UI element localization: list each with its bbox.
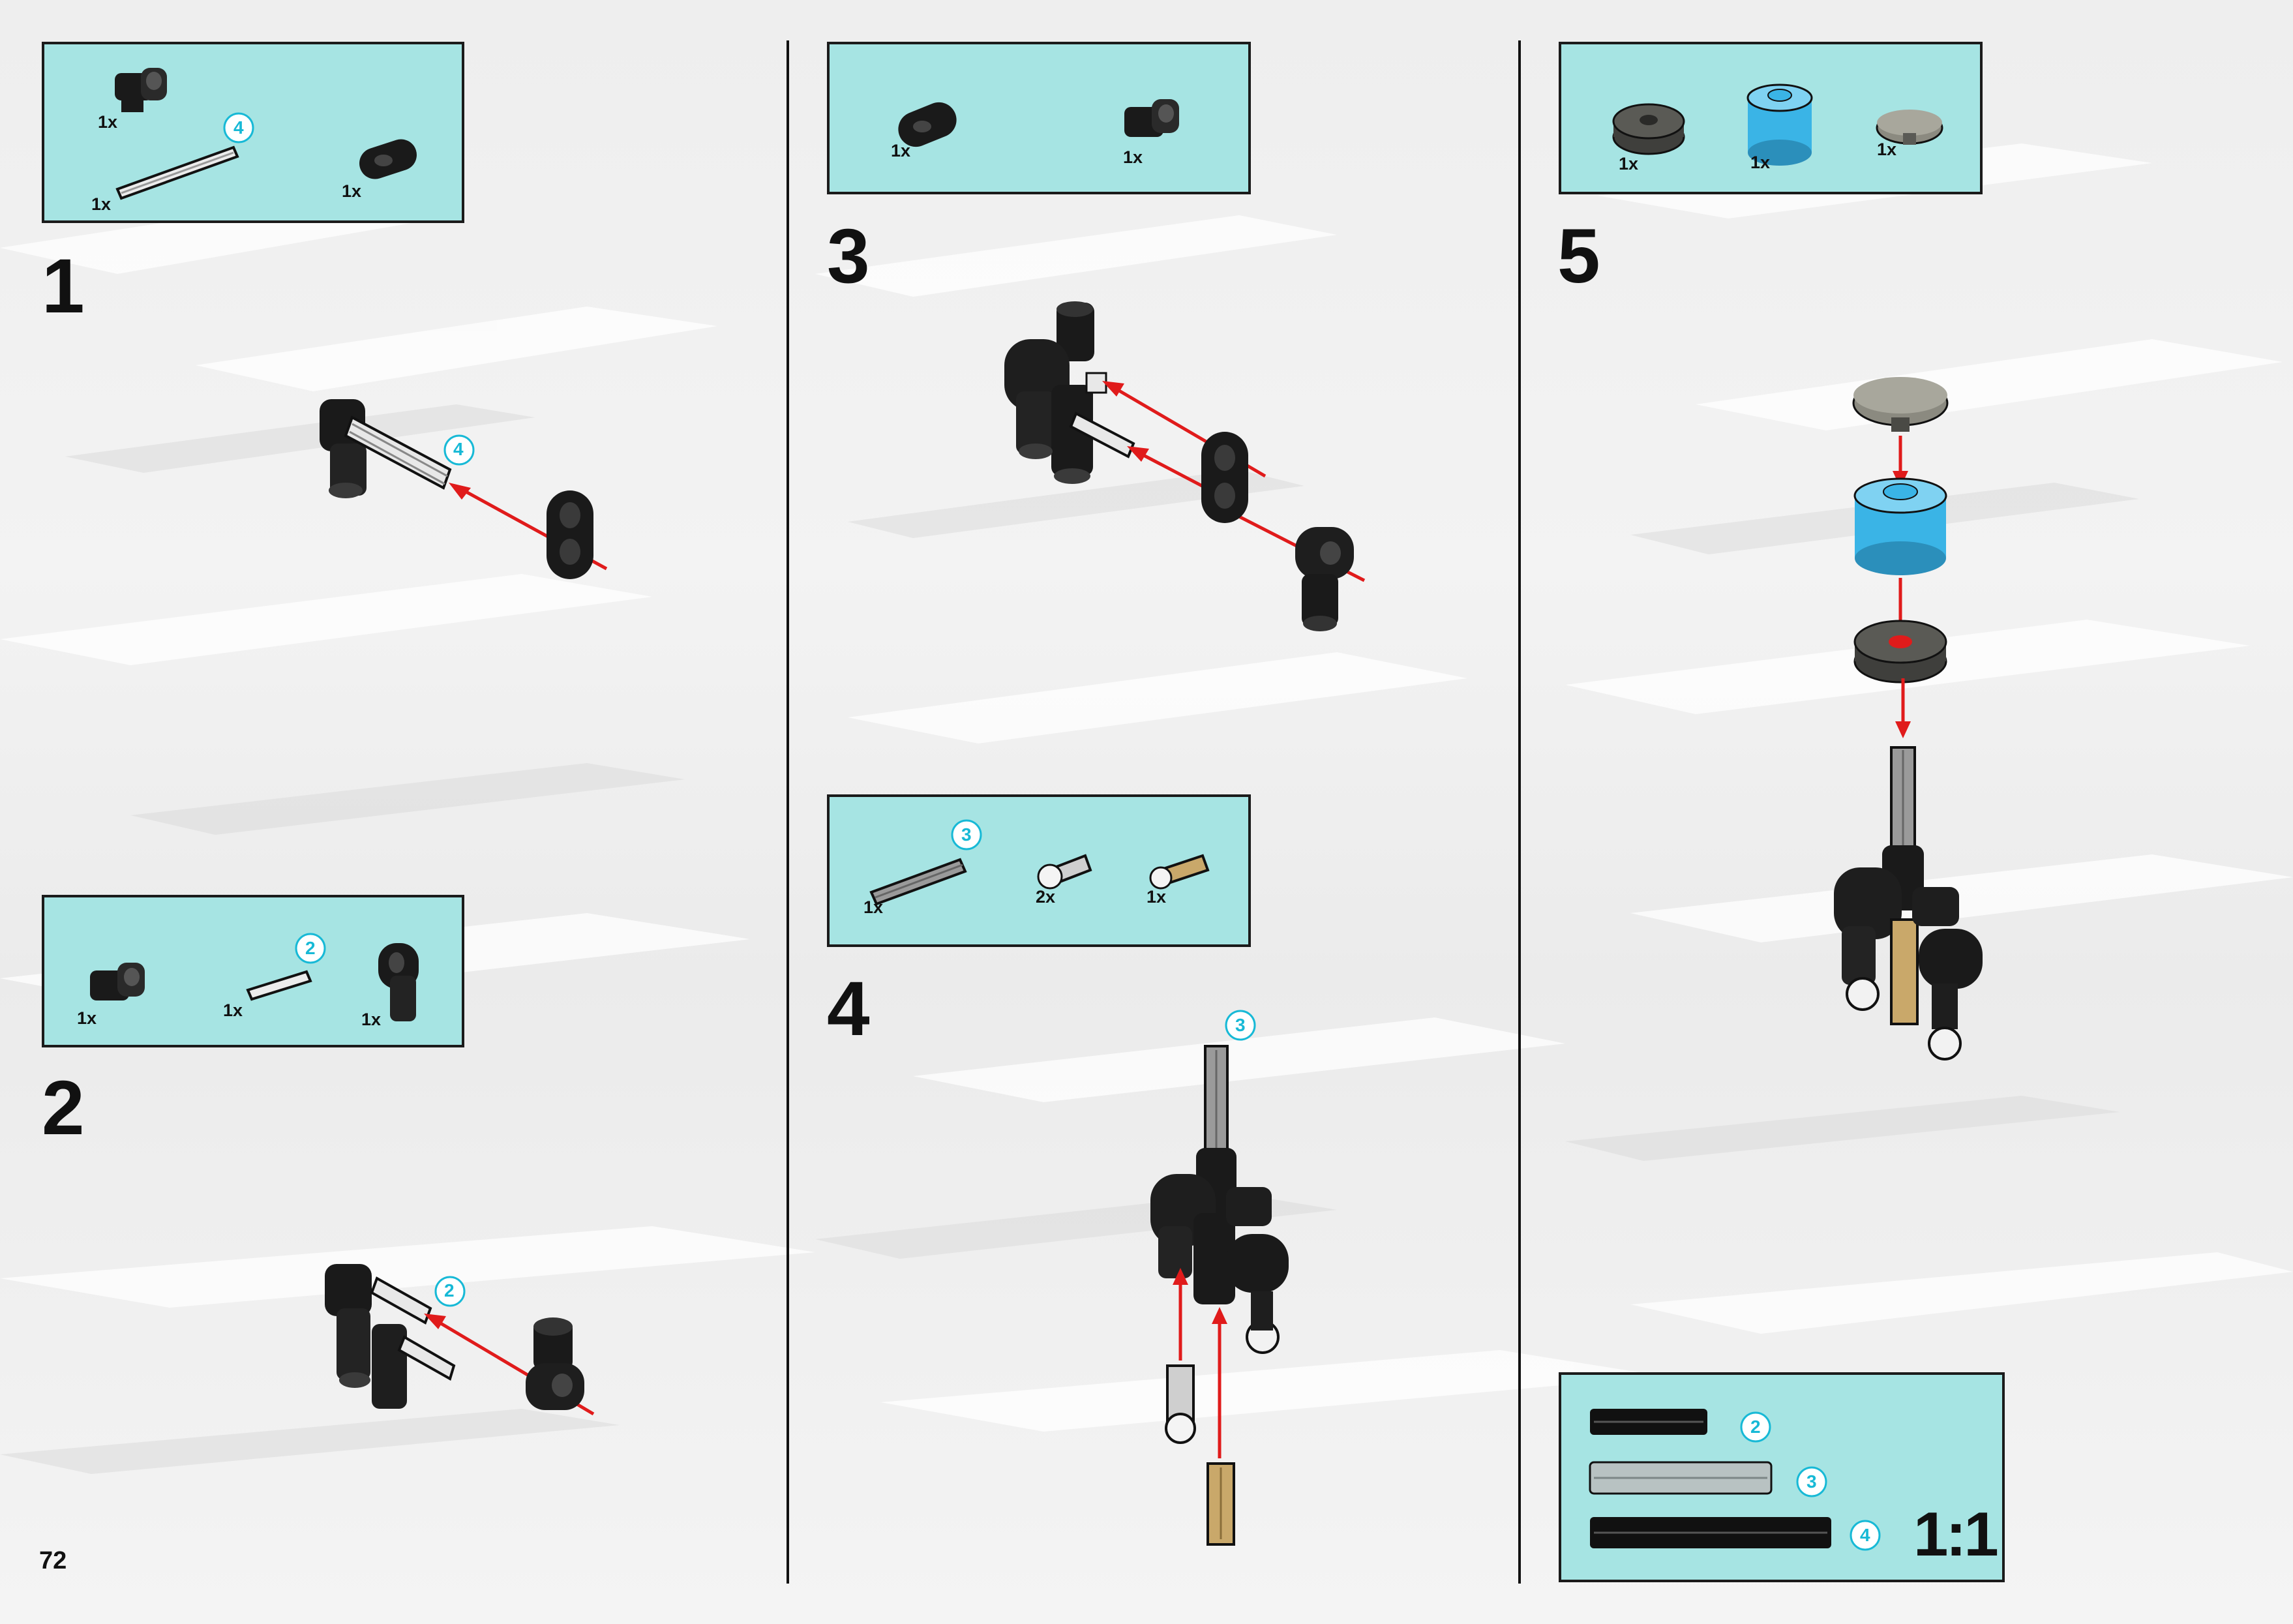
- axle-4-icon: [115, 145, 239, 200]
- qty-label: 1x: [1146, 887, 1167, 907]
- length-badge-text: 2: [1750, 1417, 1761, 1437]
- qty-label: 1x: [91, 194, 112, 214]
- length-badge-axle-3: [951, 819, 982, 850]
- parts-list-step-5-art: [1612, 83, 1943, 166]
- parts-list-step-1-art: [115, 68, 417, 200]
- step-2-subassembly: [325, 1264, 456, 1409]
- length-badge-axle-2: [295, 933, 326, 964]
- parts-list-step-2: 1x 1x 1x 2: [42, 895, 464, 1047]
- column-divider-right: [1518, 40, 1521, 1584]
- qty-label: 1x: [1750, 153, 1771, 172]
- qty-label: 1x: [863, 897, 884, 917]
- step-3-subassembly: [1004, 301, 1135, 484]
- parts-list-step-3-art: [898, 99, 1179, 147]
- length-badge-text: 3: [961, 824, 972, 845]
- parts-list-step-4: 1x 2x 1x 3: [827, 794, 1251, 947]
- length-badge-text: 4: [1860, 1525, 1870, 1545]
- length-badge-axle-3: [1796, 1466, 1827, 1497]
- beam-2-icon: [359, 139, 417, 179]
- callout-badge: [443, 434, 475, 466]
- step-number-2: 2: [42, 1065, 85, 1151]
- parts-list-step-1: 1x 1x 1x 4: [42, 42, 464, 223]
- length-badge-axle-2: [1740, 1411, 1771, 1443]
- scale-reference-box: 2 3 4 1:1: [1559, 1372, 2005, 1582]
- axle-2-scale-icon: [1590, 1409, 1707, 1435]
- qty-label: 1x: [361, 1010, 382, 1029]
- ball-joint-icon: [1037, 854, 1092, 890]
- step-1-axle-part: [344, 415, 452, 490]
- callout-text: 4: [453, 439, 464, 459]
- axle-3-scale-icon: [1589, 1461, 1773, 1495]
- parts-list-step-5: 1x 1x 1x: [1559, 42, 1983, 194]
- arrowhead: [1895, 721, 1911, 738]
- qty-label: 2x: [1036, 887, 1056, 907]
- step-5-round-brick-part: [1853, 477, 1947, 575]
- pin-connector-icon: [1124, 99, 1179, 137]
- step-4-subassembly: [1150, 1010, 1289, 1354]
- qty-label: 1x: [223, 1000, 243, 1020]
- qty-label: 1x: [1123, 147, 1143, 167]
- friction-pin-connector-icon: [115, 68, 167, 112]
- callout-text: 2: [444, 1280, 455, 1301]
- callout-badge: [434, 1276, 466, 1307]
- axle-3-icon: [869, 858, 967, 906]
- arrowhead: [424, 1314, 446, 1329]
- page-number: 72: [39, 1547, 67, 1574]
- qty-label: 1x: [98, 112, 118, 132]
- step-2-connector-part: [526, 1317, 584, 1410]
- scale-reference-art: [1589, 1409, 1881, 1551]
- beam-2-icon: [898, 102, 957, 147]
- step-4-ball-joint-part: [1165, 1364, 1196, 1444]
- step-5-round-plate-part: [1853, 620, 1947, 684]
- step-number-1: 1: [42, 243, 85, 329]
- arrowhead: [449, 483, 471, 500]
- parts-list-step-4-art: [869, 819, 1210, 906]
- axle-2-icon: [246, 970, 312, 1001]
- qty-label: 1x: [1619, 154, 1639, 173]
- step-4-tan-ball-joint-part: [1206, 1462, 1235, 1546]
- arrowhead: [1173, 1268, 1188, 1285]
- pin-connector-icon: [90, 963, 145, 1000]
- qty-label: 1x: [891, 141, 911, 160]
- parts-list-step-3: 1x 1x: [827, 42, 1251, 194]
- arrowhead: [1127, 446, 1149, 462]
- callout-badge: [1225, 1010, 1256, 1041]
- angle-connector-icon: [378, 943, 419, 1021]
- step-3-connector-part: [1295, 527, 1354, 631]
- qty-label: 1x: [1877, 140, 1897, 159]
- callout-text: 3: [1235, 1015, 1246, 1035]
- column-divider-left: [787, 40, 789, 1584]
- step-number-5: 5: [1557, 213, 1600, 299]
- length-badge-axle-4: [1850, 1520, 1881, 1551]
- axle-4-scale-icon: [1590, 1517, 1831, 1548]
- step-number-3: 3: [827, 213, 870, 299]
- round-plate-icon: [1612, 103, 1685, 155]
- step-1-beam-part: [547, 490, 593, 579]
- step-5-dish-part: [1852, 377, 1949, 432]
- arrowhead: [1102, 381, 1124, 397]
- step-number-4: 4: [827, 966, 870, 1052]
- parts-list-step-2-art: [90, 933, 419, 1021]
- round-brick-icon: [1746, 83, 1813, 166]
- length-badge-text: 3: [1806, 1471, 1817, 1492]
- arrowhead: [1212, 1307, 1227, 1324]
- tan-ball-joint-icon: [1149, 854, 1210, 890]
- step-5-subassembly: [1834, 746, 1983, 1060]
- length-badge-text: 2: [305, 938, 316, 958]
- step-3-beam-part: [1201, 432, 1248, 523]
- scale-label: 1:1: [1913, 1499, 1999, 1569]
- qty-label: 1x: [342, 181, 362, 201]
- qty-label: 1x: [77, 1008, 97, 1028]
- dish-icon: [1876, 110, 1943, 145]
